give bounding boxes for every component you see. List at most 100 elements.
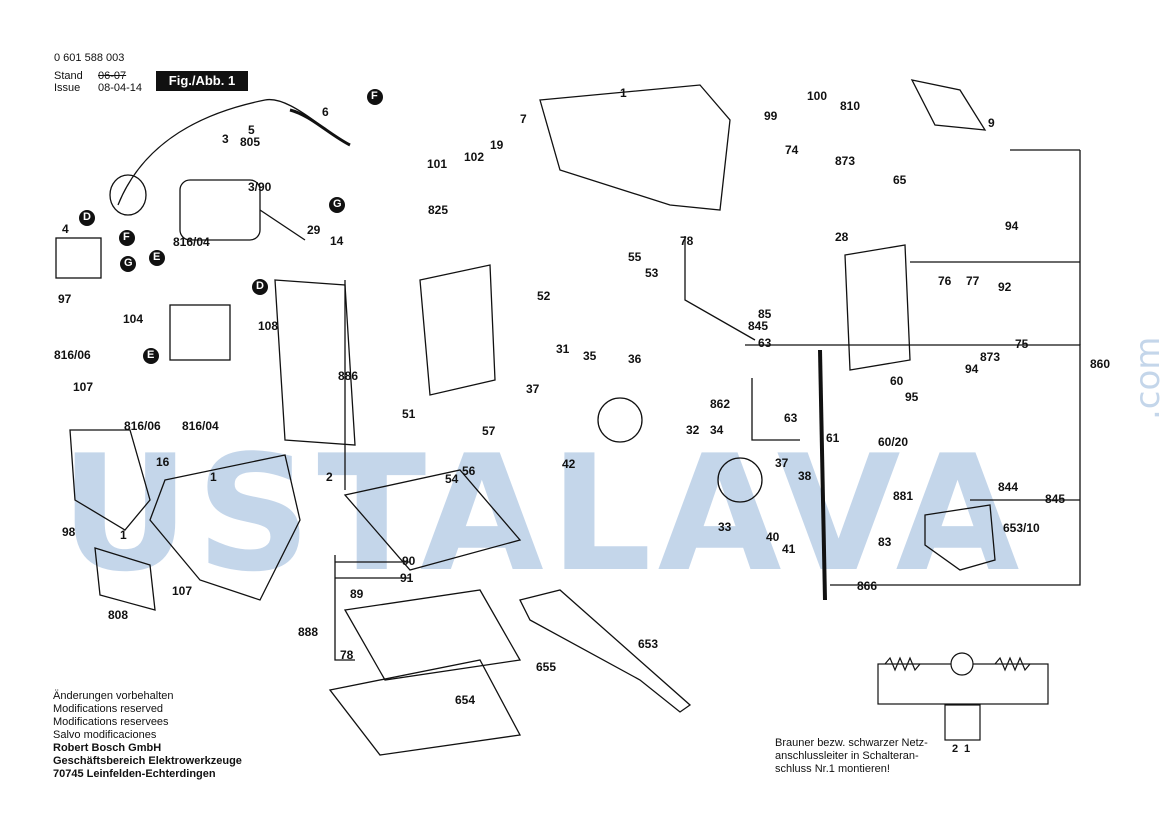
- callout-37-right: 37: [775, 456, 789, 470]
- warning-label: [910, 79, 987, 131]
- callout-9: 9: [988, 116, 995, 130]
- callout-845-right: 845: [1045, 492, 1066, 506]
- connector-e-switch: E: [153, 251, 161, 263]
- callout-38: 38: [798, 469, 812, 483]
- callout-100: 100: [807, 89, 828, 103]
- callout-2: 2: [326, 470, 333, 484]
- watermark: USTALAVA: [60, 420, 1026, 607]
- callout-52: 52: [537, 289, 551, 303]
- callout-108: 108: [258, 319, 279, 333]
- legal-notes: Änderungen vorbehalten Modifications res…: [53, 690, 242, 780]
- callout-51: 51: [402, 407, 416, 421]
- callout-95: 95: [905, 390, 919, 404]
- field-coil: [274, 279, 356, 446]
- stand-label: Stand: [54, 70, 83, 82]
- callout-78-lower: 78: [340, 648, 354, 662]
- callout-866: 866: [857, 579, 878, 593]
- callout-873-top: 873: [835, 154, 856, 168]
- callout-845-left: 845: [748, 319, 769, 333]
- callout-653-10: 653/10: [1003, 521, 1040, 535]
- callout-655: 655: [536, 660, 557, 674]
- callout-57: 57: [482, 424, 496, 438]
- callout-6: 6: [322, 105, 329, 119]
- handle-cap: [69, 429, 151, 531]
- callout-16: 16: [156, 455, 170, 469]
- callout-4: 4: [62, 222, 69, 236]
- callout-60-20: 60/20: [878, 435, 909, 449]
- guard: [924, 504, 996, 571]
- figure-label: Fig./Abb. 1: [156, 71, 248, 91]
- callout-33: 33: [718, 520, 732, 534]
- callout-816-04-bottom: 816/04: [182, 419, 219, 433]
- callout-816-06-bottom: 816/06: [124, 419, 161, 433]
- callout-91: 91: [400, 571, 414, 585]
- callout-107-bottom: 107: [172, 584, 193, 598]
- callout-90: 90: [402, 554, 416, 568]
- callout-75: 75: [1015, 337, 1029, 351]
- connector-f-cord: F: [371, 90, 378, 102]
- baseplate-slider: [343, 469, 522, 571]
- callout-873-right: 873: [980, 350, 1001, 364]
- connector-d-switch: D: [83, 211, 91, 223]
- callout-808: 808: [108, 608, 129, 622]
- callout-40: 40: [766, 530, 780, 544]
- part-number: 0 601 588 003: [54, 52, 125, 64]
- callout-28: 28: [835, 230, 849, 244]
- callout-816-04-top: 816/04: [173, 235, 210, 249]
- callout-99: 99: [764, 109, 778, 123]
- callout-34: 34: [710, 423, 724, 437]
- callout-805: 805: [240, 135, 261, 149]
- callout-3: 3: [222, 132, 229, 146]
- callout-60: 60: [890, 374, 904, 388]
- callout-85: 85: [758, 307, 772, 321]
- housing-half: [149, 454, 301, 601]
- callout-816-06-left: 816/06: [54, 348, 91, 362]
- callout-74: 74: [785, 143, 799, 157]
- callout-888: 888: [298, 625, 319, 639]
- cord-clamp: [55, 237, 102, 279]
- callout-101: 101: [427, 157, 448, 171]
- plunger: [818, 349, 827, 601]
- callout-41: 41: [782, 542, 796, 556]
- callout-104: 104: [123, 312, 144, 326]
- callout-83: 83: [878, 535, 892, 549]
- callout-810: 810: [840, 99, 861, 113]
- callout-54: 54: [445, 472, 459, 486]
- callout-94-upper: 94: [1005, 219, 1019, 233]
- callout-19: 19: [490, 138, 504, 152]
- callout-56: 56: [462, 464, 476, 478]
- callout-76: 76: [938, 274, 952, 288]
- gear-frame: [419, 264, 496, 396]
- callout-14: 14: [330, 234, 344, 248]
- callout-31: 31: [556, 342, 570, 356]
- issue-date: 08-04-14: [98, 82, 143, 94]
- callout-77: 77: [966, 274, 980, 288]
- connector-f-switch: F: [123, 231, 130, 243]
- type-label: [94, 547, 156, 611]
- callout-653: 653: [638, 637, 659, 651]
- callout-5: 5: [248, 123, 255, 137]
- callout-92: 92: [998, 280, 1012, 294]
- callout-94-lower: 94: [965, 362, 979, 376]
- callout-1-cap: 1: [120, 528, 127, 542]
- wiring-schematic: [877, 652, 1049, 741]
- callout-860: 860: [1090, 357, 1111, 371]
- eccentric: [597, 397, 643, 443]
- callout-63-upper: 63: [758, 336, 772, 350]
- gear-housing: [844, 244, 911, 371]
- callout-102: 102: [464, 150, 485, 164]
- connector-g-switch: G: [124, 257, 133, 269]
- callout-37-left: 37: [526, 382, 540, 396]
- terminal-2: 2: [952, 743, 959, 755]
- connector-d-coil: D: [256, 280, 264, 292]
- plug: [109, 174, 147, 216]
- callout-55: 55: [628, 250, 642, 264]
- wiring-note: Brauner bezw. schwarzer Netz- anschlussl…: [775, 737, 928, 775]
- callout-89: 89: [350, 587, 364, 601]
- callout-654: 654: [455, 693, 476, 707]
- callout-61: 61: [826, 431, 840, 445]
- callout-97: 97: [58, 292, 72, 306]
- callout-862: 862: [710, 397, 731, 411]
- callout-35: 35: [583, 349, 597, 363]
